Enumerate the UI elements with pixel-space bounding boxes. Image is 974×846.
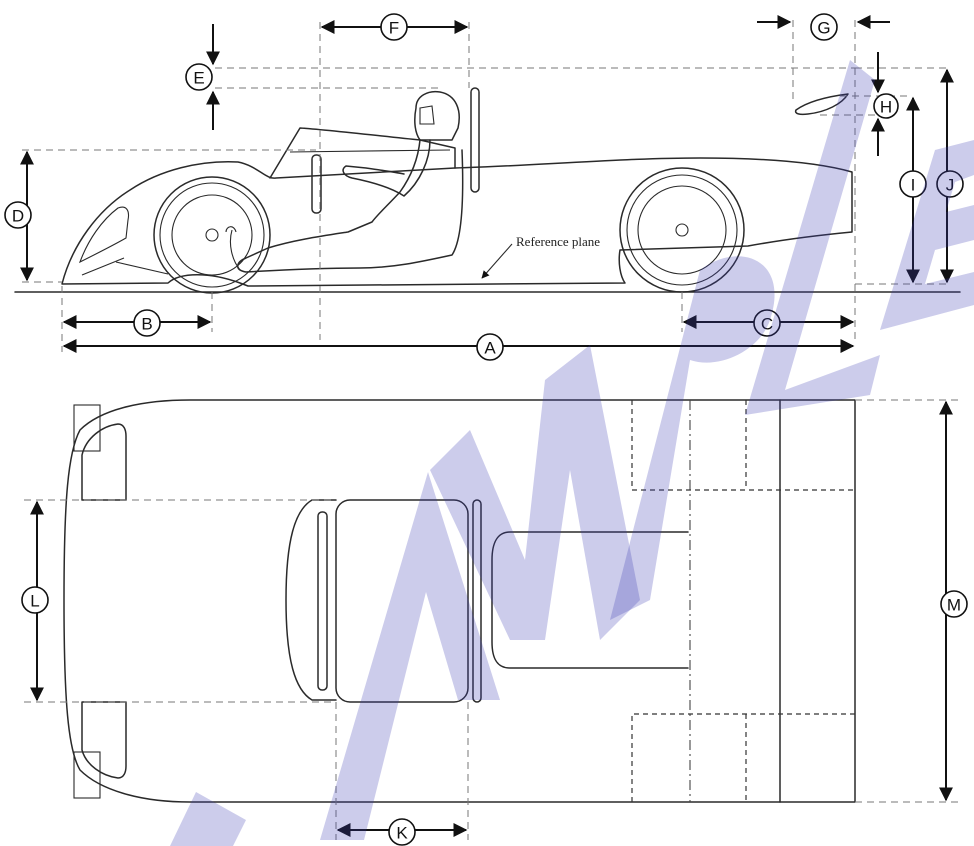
svg-text:M: M [947, 596, 961, 615]
engine-cover [491, 531, 689, 669]
svg-text:G: G [817, 19, 830, 38]
svg-text:H: H [880, 98, 892, 117]
nose-intake [79, 206, 130, 264]
nose-endplate-bottom [73, 751, 101, 799]
label-F: F [380, 13, 408, 41]
front-hoop [311, 154, 322, 214]
svg-text:J: J [946, 176, 955, 195]
dimension-lines [20, 15, 954, 837]
front-intake-bottom [81, 701, 127, 779]
label-K: K [388, 818, 416, 846]
side-view: Reference plane [14, 20, 961, 352]
svg-text:D: D [12, 207, 24, 226]
label-L: L [21, 586, 49, 614]
nose-endplate-top [73, 404, 101, 452]
top-guide-lines [24, 399, 960, 840]
svg-text:E: E [193, 69, 204, 88]
reference-plane-label: Reference plane [516, 234, 600, 249]
label-E: E [185, 63, 213, 91]
top-windscreen [285, 499, 337, 701]
windscreen [269, 127, 456, 179]
top-roll-hoop [472, 499, 482, 703]
top-body-outline [63, 399, 856, 803]
top-view [24, 399, 960, 840]
rear-wheel [619, 167, 745, 293]
label-B: B [133, 309, 161, 337]
svg-text:A: A [484, 339, 496, 358]
roll-hoop [470, 87, 480, 193]
svg-text:L: L [30, 592, 39, 611]
rear-wheel-outlines [631, 400, 855, 802]
svg-text:B: B [141, 315, 152, 334]
svg-text:F: F [389, 19, 399, 38]
label-C: C [753, 309, 781, 337]
side-body-outline [61, 157, 853, 287]
svg-text:I: I [911, 176, 916, 195]
sample-watermark [170, 60, 974, 846]
label-J: J [936, 170, 964, 198]
top-front-hoop [317, 511, 328, 691]
svg-text:C: C [761, 315, 773, 334]
cockpit-opening [335, 499, 469, 703]
label-M: M [940, 590, 968, 618]
driver-figure [225, 90, 464, 273]
side-guide-lines [22, 20, 950, 352]
label-I: I [899, 170, 927, 198]
label-G: G [810, 13, 838, 41]
label-A: A [476, 333, 504, 361]
svg-text:K: K [396, 824, 408, 843]
label-H: H [873, 93, 899, 119]
rear-wing [794, 93, 849, 116]
front-intake-top [81, 423, 127, 501]
label-D: D [4, 201, 32, 229]
